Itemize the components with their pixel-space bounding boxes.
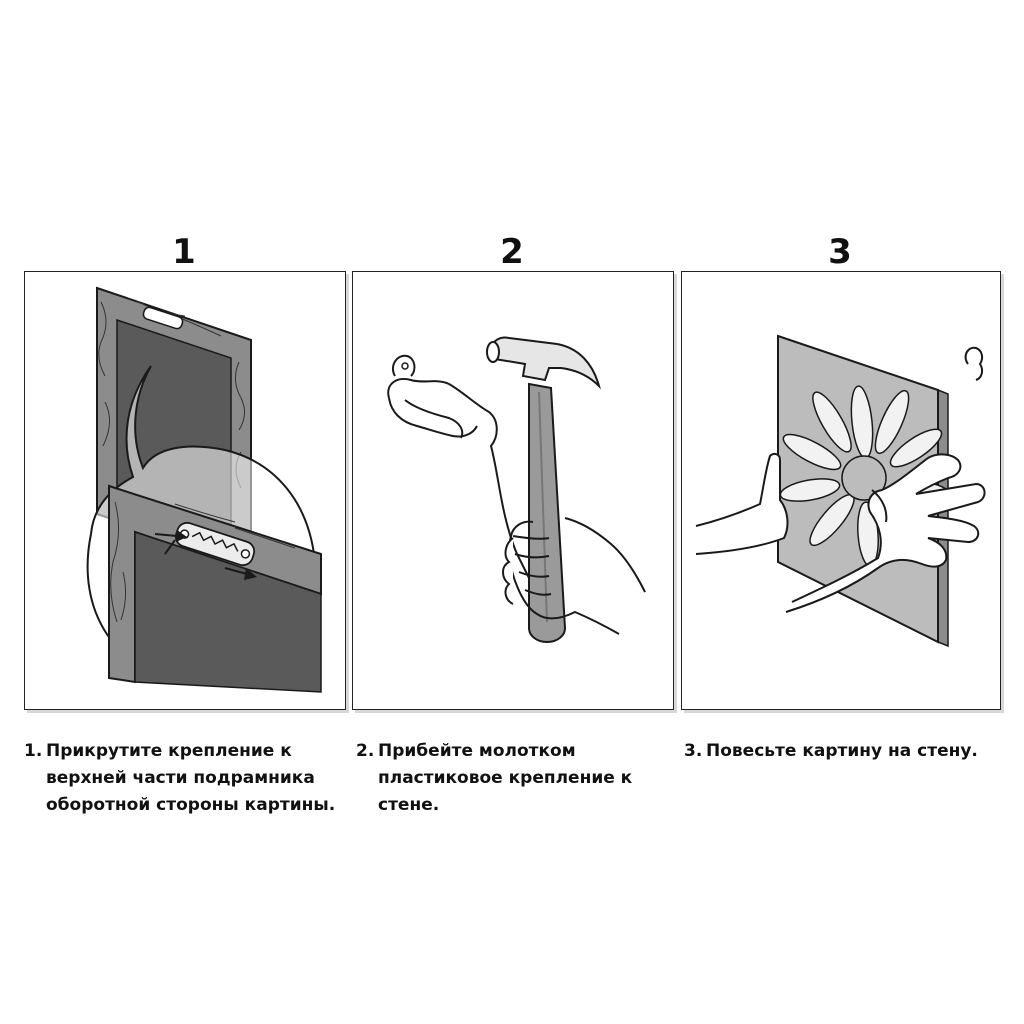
step-1-illustration xyxy=(24,271,346,710)
right-hand-icon xyxy=(508,517,646,635)
hammer-drawing xyxy=(387,336,646,644)
step-2-illustration xyxy=(352,271,674,710)
left-hand-icon xyxy=(695,452,789,555)
step-2-number: 2 xyxy=(500,232,524,272)
step-3-number: 3 xyxy=(828,232,852,272)
step-1-caption-line-3: оборотной стороны картины. xyxy=(46,795,336,815)
hang-picture-drawing xyxy=(695,334,986,648)
step-1-caption-line-1: Прикрутите крепление к xyxy=(46,741,292,761)
hammer-icon xyxy=(486,336,601,644)
step-3-caption: 3.Повесьте картину на стену. xyxy=(684,738,978,765)
step-3-caption-index: 3. xyxy=(684,741,703,761)
right-hand-icon xyxy=(785,453,986,613)
step-2-caption-index: 2. xyxy=(356,741,375,761)
step-2-caption: 2.Прибейте молотком пластиковое креплени… xyxy=(356,738,632,819)
step-1-caption-line-2: верхней части подрамника xyxy=(46,768,315,788)
frame-back-drawing xyxy=(86,286,322,693)
sawtooth-hanger-icon xyxy=(142,306,184,330)
step-2-caption-line-2: пластиковое крепление к xyxy=(378,768,633,788)
step-3-caption-line-1: Повесьте картину на стену. xyxy=(706,741,978,761)
step-2-caption-line-3: стене. xyxy=(378,795,440,815)
left-hand-icon xyxy=(387,378,542,603)
step-1-caption: 1.Прикрутите крепление к верхней части п… xyxy=(24,738,335,819)
wall-hook-icon xyxy=(391,354,416,377)
step-1-caption-index: 1. xyxy=(24,741,43,761)
step-3-illustration xyxy=(681,271,1001,710)
step-1-number: 1 xyxy=(172,232,196,272)
step-2-caption-line-1: Прибейте молотком xyxy=(378,741,576,761)
wall-hook-icon xyxy=(964,346,984,381)
